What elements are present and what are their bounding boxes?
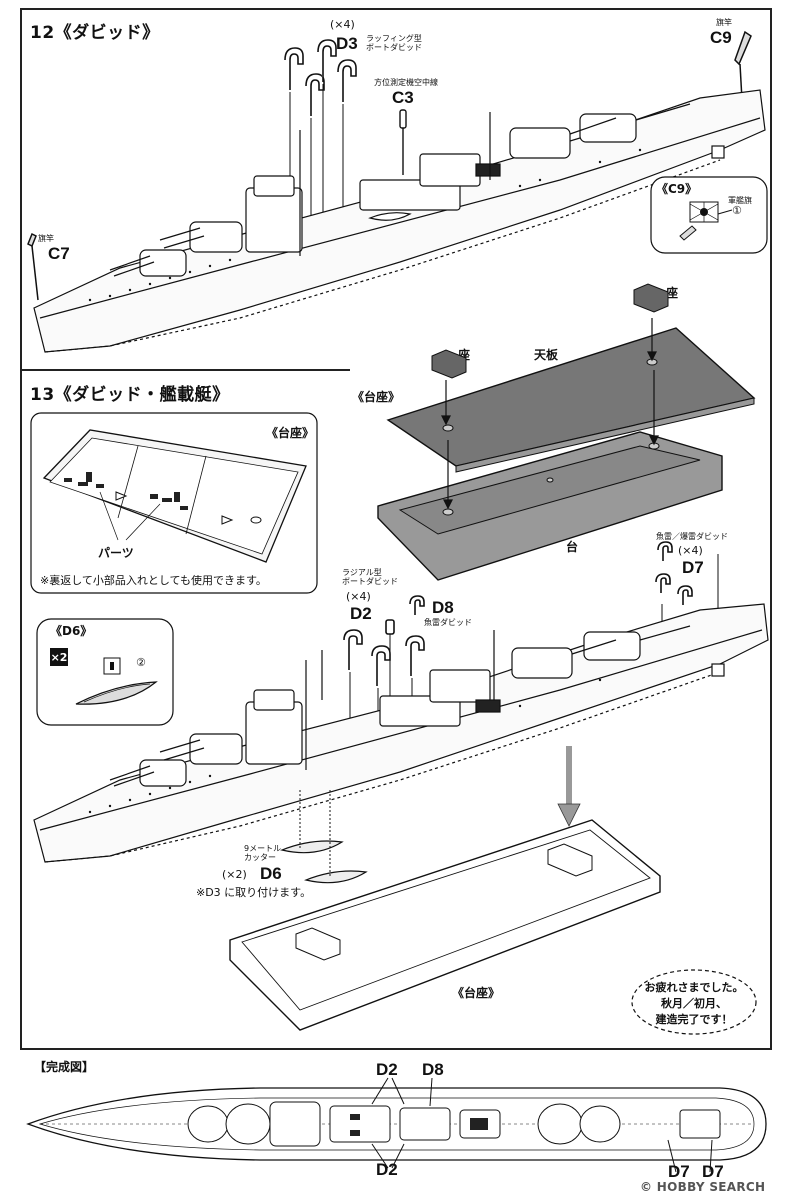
tray-title: 《台座》 xyxy=(266,426,315,440)
frame-bottom xyxy=(20,1048,772,1050)
d8-desc: 魚雷ダビッド xyxy=(424,618,472,627)
tenban-label: 天板 xyxy=(534,348,559,362)
d6-x2-badge: ×2 xyxy=(50,648,68,666)
d2-desc-line1: ラジアル型 xyxy=(342,568,382,577)
completed-d2-bottom: D2 xyxy=(376,1160,398,1179)
tray-parts-label: パーツ xyxy=(98,546,134,560)
frame-right xyxy=(770,8,772,1048)
c9-decal-label: 軍艦旗 xyxy=(728,196,752,205)
completed-d7-left: D7 xyxy=(668,1162,690,1181)
d2-code: D2 xyxy=(350,604,372,623)
completion-bubble: お疲れさまでした。 秋月／初月、 建造完了です！ xyxy=(634,980,754,1028)
bubble-line1: お疲れさまでした。 xyxy=(644,981,744,994)
d6-note: ※D3 に取り付けます。 xyxy=(196,886,312,899)
completed-d8-top: D8 xyxy=(422,1060,444,1079)
ship-step12 xyxy=(33,89,766,353)
c7-code: C7 xyxy=(48,244,70,263)
frame-top xyxy=(20,8,772,10)
tray-note: ※裏返して小部品入れとしても使用できます。 xyxy=(40,574,267,587)
d3-desc: ラッフィング型 ボートダビッド xyxy=(366,34,422,52)
step13-parts xyxy=(33,541,769,1035)
frame-left-13 xyxy=(20,369,22,1049)
d2-desc: ラジアル型 ボートダビッド xyxy=(342,568,398,586)
base-explode-title: 《台座》 xyxy=(352,390,401,404)
c3-code: C3 xyxy=(392,88,414,107)
d6-count: (×2) xyxy=(222,868,247,881)
completed-d7-right: D7 xyxy=(702,1162,724,1181)
d6-desc-line2: カッター xyxy=(244,853,276,863)
d6-desc-line1: 9メートル xyxy=(244,844,282,853)
step12-title: 12《ダビッド》 xyxy=(30,23,160,43)
d3-desc-line1: ラッフィング型 xyxy=(366,34,422,43)
c9-detail-box xyxy=(650,176,768,254)
d2-desc-line2: ボートダビッド xyxy=(342,577,398,587)
c9-decal-number: ① xyxy=(732,204,742,217)
d8-code: D8 xyxy=(432,598,454,617)
c9-code: C9 xyxy=(710,28,732,47)
completed-d2-top: D2 xyxy=(376,1060,398,1079)
d7-desc: 魚雷／爆雷ダビッド xyxy=(656,532,728,541)
step12-parts xyxy=(27,30,752,301)
bubble-line3: 建造完了です！ xyxy=(655,1012,733,1026)
c3-desc: 方位測定機空中線 xyxy=(374,78,438,87)
completed-title: 【完成図】 xyxy=(34,1060,95,1074)
frame-left-12 xyxy=(20,8,22,370)
d6-decal-number: ② xyxy=(136,656,146,669)
stand-label: 《台座》 xyxy=(452,986,501,1000)
bubble-line2: 秋月／初月、 xyxy=(661,996,727,1010)
d6-desc: 9メートル カッター xyxy=(244,844,281,862)
c7-desc: 旗竿 xyxy=(38,234,54,243)
d7-count: (×4) xyxy=(678,544,703,557)
za-right-label: 座 xyxy=(666,286,679,300)
d7-code: D7 xyxy=(682,558,704,577)
d6-detail-title: 《D6》 xyxy=(50,624,93,638)
base-exploded-diagram xyxy=(377,283,756,581)
frame-divider-13 xyxy=(20,369,350,371)
d6-detail-box xyxy=(36,618,174,726)
completed-top-view xyxy=(26,1077,767,1173)
d2-count: (×4) xyxy=(346,590,371,603)
c9-desc: 旗竿 xyxy=(716,18,732,27)
dai-label: 台 xyxy=(566,540,579,554)
d3-desc-line2: ボートダビッド xyxy=(366,43,422,53)
d3-count: (×4) xyxy=(330,18,355,31)
d6-code: D6 xyxy=(260,864,282,883)
c9-detail-title: 《C9》 xyxy=(656,182,698,196)
d3-code: D3 xyxy=(336,34,358,53)
tray-box xyxy=(30,412,318,594)
watermark: © HOBBY SEARCH xyxy=(640,1180,766,1194)
step13-title: 13《ダビッド・艦載艇》 xyxy=(30,385,230,405)
